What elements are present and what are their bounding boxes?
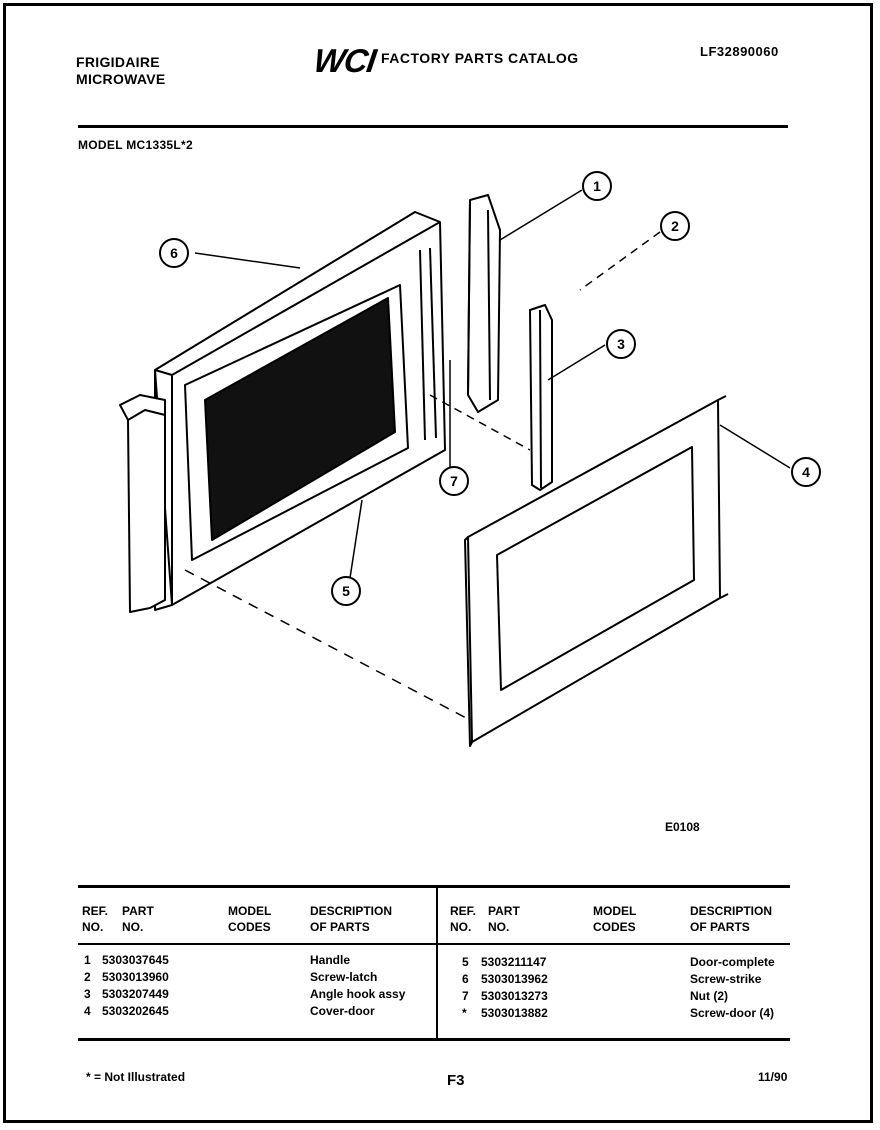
model-label: MODEL MC1335L*2 (78, 138, 193, 152)
angle-hook-part (529, 304, 553, 491)
header-description-right: DESCRIPTION OF PARTS (690, 904, 773, 934)
header-part-no-right: PART NO. (488, 904, 520, 934)
part-no: 5303207449 (102, 987, 169, 1001)
part-description: Screw-strike (690, 972, 762, 986)
header-model-codes-right: MODEL CODES (593, 904, 637, 934)
callout-6-label: 6 (170, 245, 178, 261)
callout-4-label: 4 (802, 464, 810, 480)
part-description: Cover-door (310, 1004, 375, 1018)
callout-3: 3 (606, 329, 636, 359)
ref-no: 7 (462, 989, 469, 1003)
part-no: 5303202645 (102, 1004, 169, 1018)
callout-6: 6 (159, 238, 189, 268)
door-frame-part (119, 211, 446, 613)
callout-3-label: 3 (617, 336, 625, 352)
part-description: Door-complete (690, 955, 775, 969)
part-no: 5303211147 (481, 955, 547, 969)
header-rule (78, 125, 788, 128)
ref-no: 5 (462, 955, 469, 969)
part-description: Nut (2) (690, 989, 728, 1003)
callout-2-label: 2 (671, 218, 679, 234)
header-model-codes: MODEL CODES (228, 904, 272, 934)
header-part-no: PART NO. (122, 904, 154, 934)
cover-door-part (464, 395, 729, 747)
callout-5-label: 5 (342, 583, 350, 599)
header-description: DESCRIPTION OF PARTS (310, 904, 393, 934)
part-description: Angle hook assy (310, 987, 406, 1001)
table-divider (436, 888, 438, 1038)
figure-code: E0108 (665, 820, 700, 834)
ref-no: 1 (84, 953, 91, 967)
publication-number: LF32890060 (700, 44, 779, 59)
header-ref-no: REF. NO. (82, 904, 109, 934)
part-no: 5303013273 (481, 989, 548, 1003)
callout-1: 1 (582, 171, 612, 201)
footnote: * = Not Illustrated (86, 1070, 186, 1084)
part-description: Screw-latch (310, 970, 378, 984)
ref-no: 6 (462, 972, 469, 986)
catalog-date: 11/90 (758, 1070, 788, 1084)
catalog-title: FACTORY PARTS CATALOG (381, 50, 579, 66)
ref-no: * (462, 1006, 467, 1020)
brand-name: FRIGIDAIRE (76, 54, 160, 70)
callout-4: 4 (791, 457, 821, 487)
table-bottom-rule (78, 1038, 790, 1041)
callout-7-label: 7 (450, 473, 458, 489)
part-description: Screw-door (4) (690, 1006, 775, 1020)
page-number: F3 (447, 1072, 465, 1089)
callout-7: 7 (439, 466, 469, 496)
part-no: 5303013960 (102, 970, 169, 984)
part-no: 5303013962 (481, 972, 548, 986)
ref-no: 3 (84, 987, 91, 1001)
table-top-rule (78, 885, 790, 888)
callout-2: 2 (660, 211, 690, 241)
brand-block: FRIGIDAIRE MICROWAVE (76, 54, 166, 88)
part-no: 5303037645 (102, 953, 169, 967)
callout-1-label: 1 (593, 178, 601, 194)
product-type: MICROWAVE (76, 71, 166, 87)
callout-5: 5 (331, 576, 361, 606)
handle-part (467, 194, 501, 413)
part-no: 5303013882 (481, 1006, 548, 1020)
table-header-rule (78, 943, 790, 945)
header-ref-no-right: REF. NO. (450, 904, 477, 934)
part-description: Handle (310, 953, 351, 967)
ref-no: 2 (84, 970, 91, 984)
page-border (3, 3, 873, 1123)
ref-no: 4 (84, 1004, 91, 1018)
